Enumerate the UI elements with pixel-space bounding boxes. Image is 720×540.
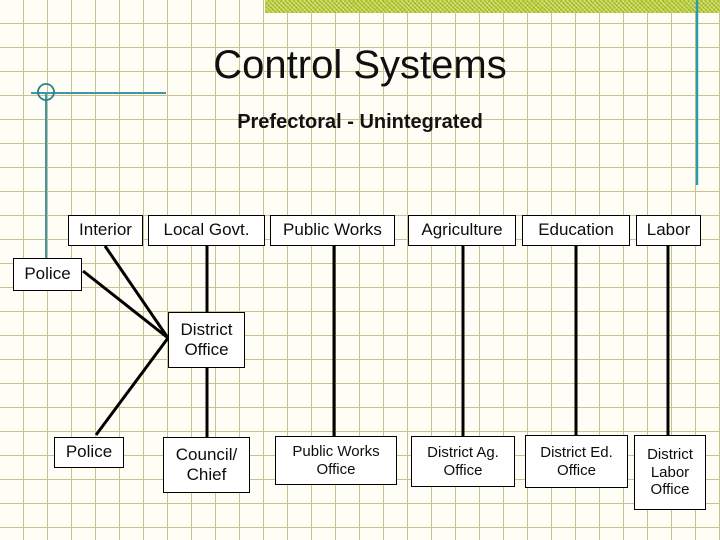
top-accent-band	[265, 0, 720, 13]
decor-circle	[37, 83, 55, 101]
node-public-works: Public Works	[270, 215, 395, 246]
node-label: Police	[24, 264, 71, 284]
node-agriculture: Agriculture	[408, 215, 516, 246]
node-interior: Interior	[68, 215, 143, 246]
node-label: Council/ Chief	[175, 444, 238, 484]
node-label: Labor	[646, 220, 691, 240]
node-labor: Labor	[636, 215, 701, 246]
node-local-govt: Local Govt.	[148, 215, 265, 246]
slide-subtitle: Prefectoral - Unintegrated	[237, 111, 483, 133]
node-council-chief: Council/ Chief	[163, 437, 250, 493]
node-police-upper: Police	[13, 258, 82, 291]
node-label: Public Works	[283, 220, 382, 240]
node-public-works-office: Public Works Office	[275, 436, 397, 485]
connector-police-district	[82, 269, 169, 340]
node-label: District Office	[180, 319, 233, 359]
node-label: Interior	[79, 220, 132, 240]
node-label: District Labor Office	[647, 445, 693, 499]
node-label: Public Works Office	[292, 442, 380, 478]
connector-interior-district	[103, 245, 170, 339]
node-label: District Ed. Office	[540, 443, 613, 479]
slide-title: Control Systems	[213, 43, 507, 87]
node-label: Local Govt.	[163, 220, 250, 240]
node-label: Education	[538, 220, 614, 240]
node-label: Police	[65, 442, 113, 462]
node-district-office: District Office	[168, 312, 245, 368]
connector-district-police-lower	[94, 337, 170, 436]
node-label: Agriculture	[421, 220, 503, 240]
node-police-lower: Police	[54, 437, 124, 468]
node-education: Education	[522, 215, 630, 246]
node-label: District Ag. Office	[427, 443, 499, 479]
node-district-ag-office: District Ag. Office	[411, 436, 515, 487]
node-district-labor-office: District Labor Office	[634, 435, 706, 510]
node-district-ed-office: District Ed. Office	[525, 435, 628, 488]
